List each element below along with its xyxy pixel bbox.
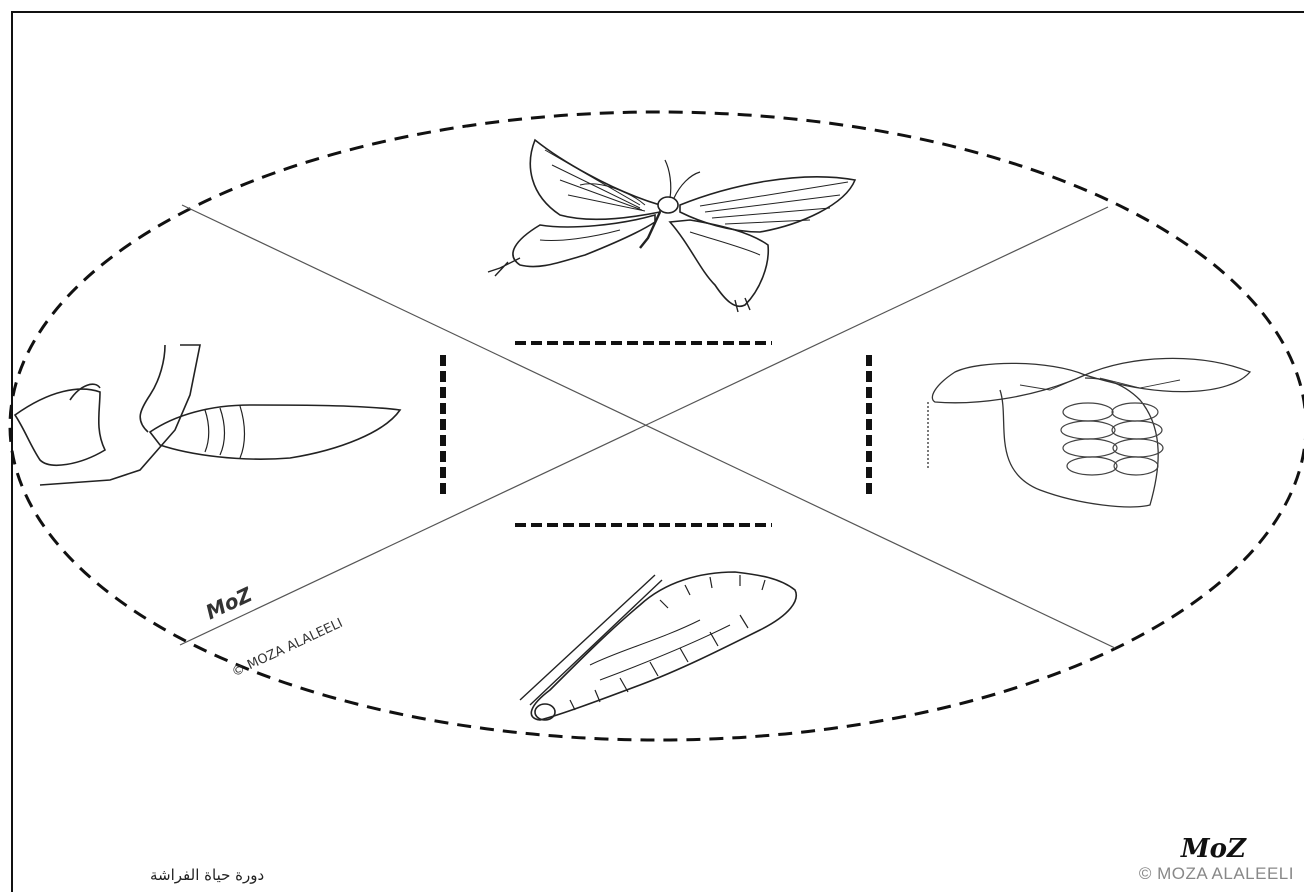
divider-line-2	[180, 207, 1108, 645]
inner-logo: MoZ	[202, 582, 256, 624]
inner-copyright: © MOZA ALALEELI	[230, 616, 346, 681]
footer-copyright: © MOZA ALALEELI	[1139, 864, 1294, 884]
page-border	[12, 12, 1304, 892]
caterpillar-icon	[520, 572, 796, 720]
butterfly-icon	[488, 140, 855, 312]
eggs-on-leaf-icon	[928, 358, 1250, 506]
worksheet-title: دورة حياة الفراشة	[150, 866, 264, 884]
chrysalis-icon	[15, 345, 400, 485]
footer-logo: MoZ	[1181, 834, 1246, 864]
